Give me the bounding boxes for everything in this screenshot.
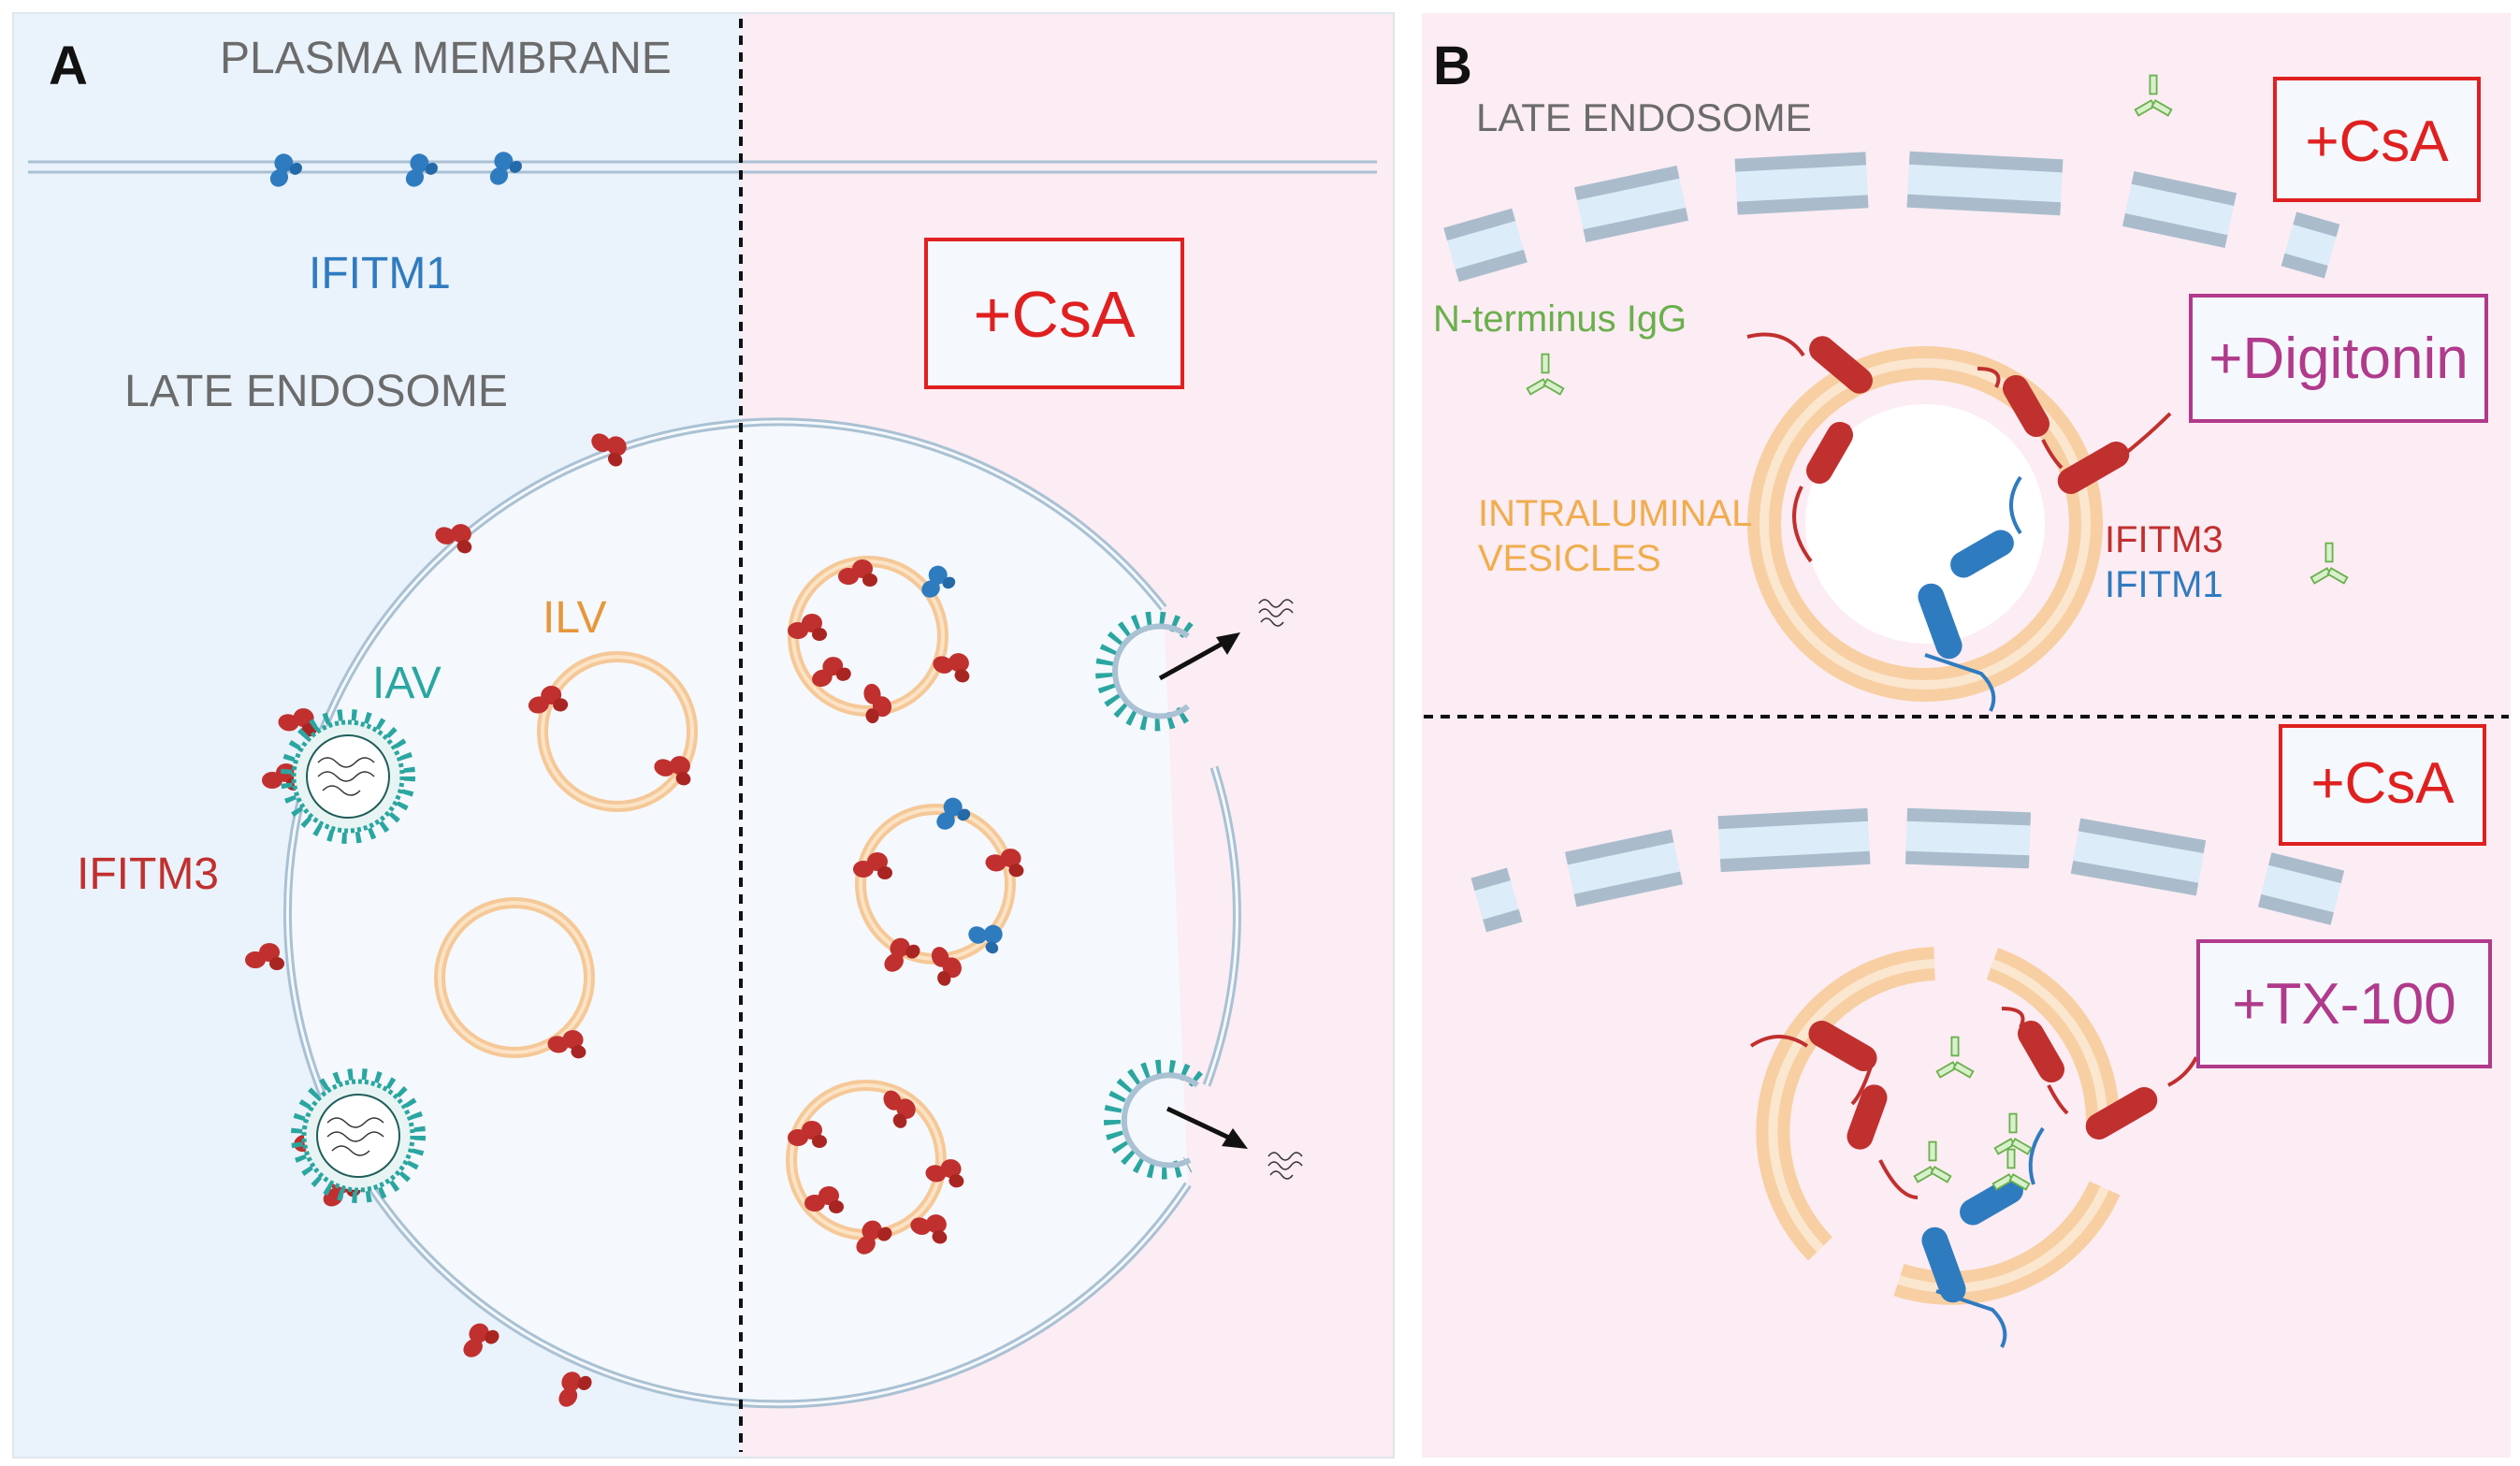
ilv-right-1 (788, 556, 977, 725)
iav-label: IAV (372, 659, 442, 708)
csa-box-b-top (2273, 77, 2481, 202)
panel-b: B LATE ENDOSOME +CsA +Digitonin N-termin… (1422, 13, 2511, 1458)
ilv-left-1 (525, 651, 698, 812)
iav-particle-2 (291, 1068, 426, 1203)
intraluminal-label: INTRALUMINAL (1478, 493, 1752, 534)
iav-particle-1 (281, 709, 415, 844)
vesicles-label: VESICLES (1478, 538, 1661, 579)
csa-label-b-bottom: +CsA (2310, 751, 2455, 816)
ilv-left-2 (434, 897, 595, 1060)
ilv-label: ILV (543, 593, 606, 643)
ifitm1-label-a: IFITM1 (309, 249, 451, 298)
tx100-box (2196, 939, 2492, 1068)
late-endosome-label-b: LATE ENDOSOME (1476, 95, 1812, 139)
late-endosome-membrane-top (1443, 151, 2340, 283)
ilv-right-3 (786, 1080, 968, 1260)
csa-label-b-top: +CsA (2305, 109, 2449, 174)
ilv-right-2 (853, 792, 1028, 988)
panel-b-letter: B (1433, 36, 1472, 96)
late-endosome-vesicle (282, 417, 1241, 1409)
late-endosome-label-a: LATE ENDOSOME (124, 367, 508, 416)
csa-box-b-bottom (2279, 724, 2486, 846)
late-endosome-membrane-bottom (1470, 807, 2345, 933)
panel-a: A PLASMA MEMBRANE IFITM1 LATE ENDOSOME I… (12, 12, 1395, 1459)
csa-box-a (924, 238, 1184, 389)
csa-label-a: +CsA (973, 278, 1135, 351)
intraluminal-vesicle-permeabilized (1749, 947, 2198, 1348)
tx100-label: +TX-100 (2232, 972, 2456, 1037)
ifitm1-label-b: IFITM1 (2105, 564, 2223, 605)
intraluminal-vesicle-intact (1746, 332, 2172, 712)
ifitm3-label-a: IFITM3 (77, 849, 219, 899)
plasma-membrane (28, 160, 1377, 174)
n-terminus-igg-label: N-terminus IgG (1433, 298, 1687, 340)
panel-a-letter: A (49, 36, 88, 96)
digitonin-box (2189, 294, 2488, 423)
iav-fusion-pore-2 (1104, 1059, 1303, 1180)
digitonin-label: +Digitonin (2209, 327, 2468, 391)
ifitm3-label-b: IFITM3 (2105, 519, 2223, 560)
plasma-membrane-label: PLASMA MEMBRANE (220, 34, 672, 83)
iav-fusion-pore-1 (1095, 599, 1294, 732)
